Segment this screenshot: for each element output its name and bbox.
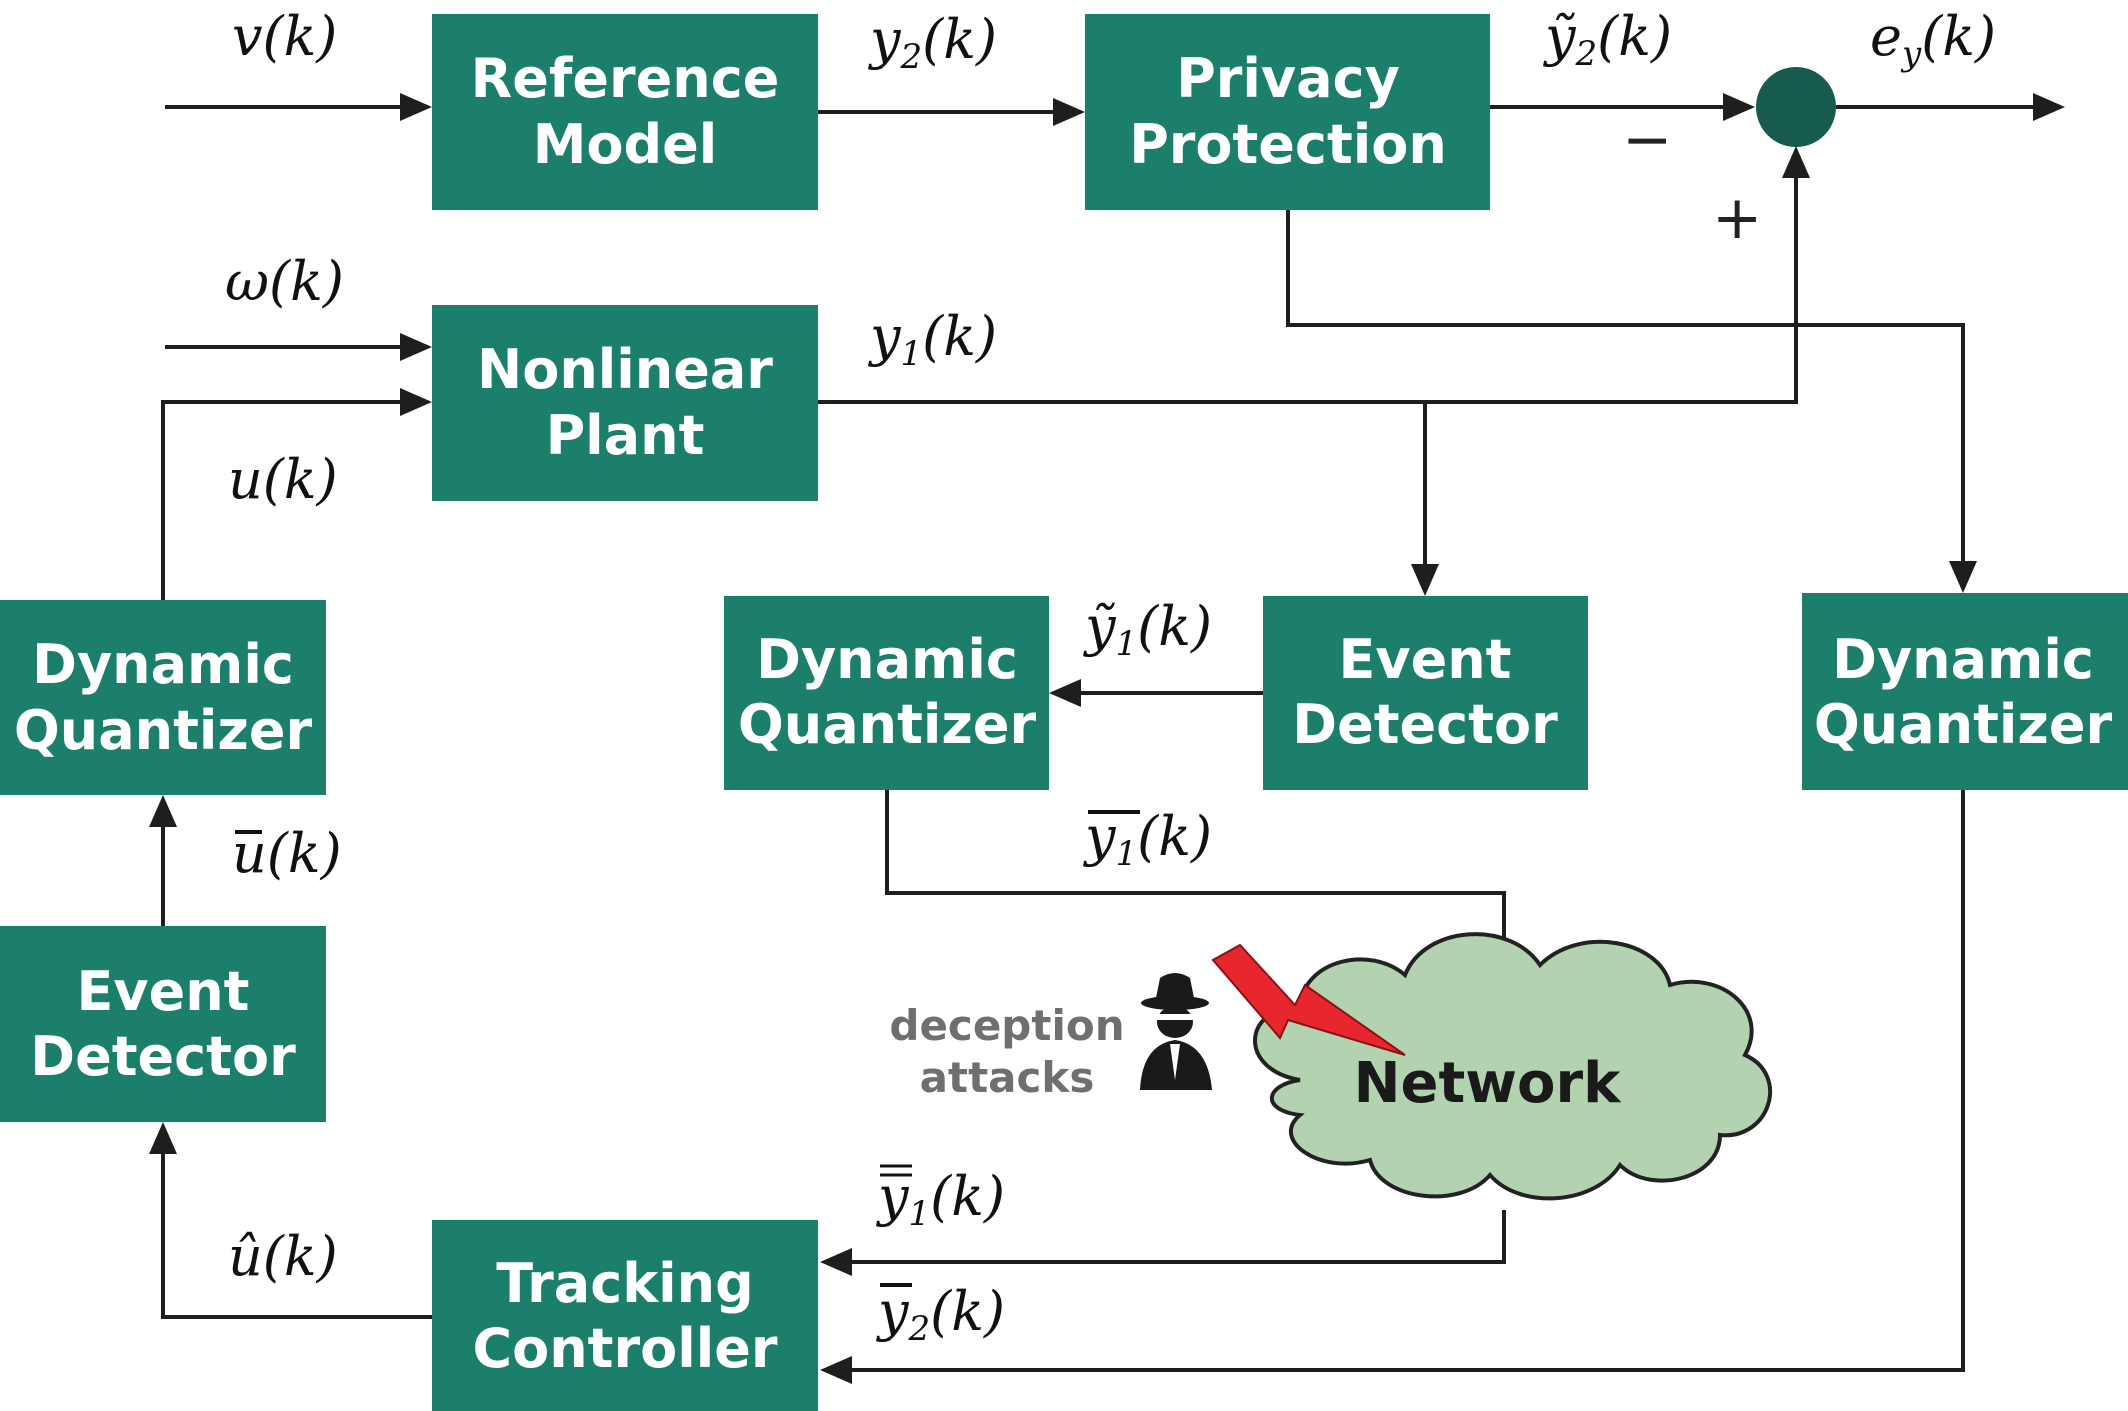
signal-y2: y2(k) (868, 8, 997, 77)
arrowhead (1723, 93, 1755, 121)
wire-controller-to-event-detector (161, 1150, 432, 1319)
block-label: Quantizer (1814, 693, 2113, 756)
block-label: Privacy (1176, 47, 1400, 110)
block-label: Detector (30, 1025, 296, 1088)
arrowhead (149, 1122, 177, 1154)
block-label: Dynamic (32, 633, 294, 696)
block-label: Protection (1129, 113, 1447, 176)
signal-y1: y1(k) (868, 305, 997, 374)
block-dynamic-quantizer-right: Dynamic Quantizer (1802, 593, 2128, 790)
arrowhead (820, 1248, 852, 1276)
wire-privacy-to-right-quantizer (1286, 210, 1965, 565)
arrowhead (2033, 93, 2065, 121)
minus-sign: − (1622, 105, 1672, 175)
block-label: Dynamic (1832, 628, 2094, 691)
arrowhead (400, 93, 432, 121)
signal-y2-tilde: ỹ2(k) (1543, 5, 1672, 74)
wires (149, 93, 2065, 1384)
hacker-icon (1140, 973, 1212, 1090)
arrowhead (149, 795, 177, 827)
arrowhead (400, 333, 432, 361)
arrowhead (400, 388, 432, 416)
block-label: Event (77, 960, 250, 1023)
block-label: Model (533, 113, 718, 176)
signal-y1-bar: y1(k) (1083, 805, 1212, 874)
wire-quantizer-to-network (885, 790, 1506, 970)
wire-u-to-plant (161, 400, 405, 600)
wire-y1-to-summer (818, 173, 1798, 404)
attack-label-line2: attacks (920, 1053, 1095, 1102)
arrowhead (1411, 564, 1439, 596)
network-label: Network (1354, 1051, 1622, 1116)
block-label: Dynamic (756, 628, 1018, 691)
block-event-detector-mid: Event Detector (1263, 596, 1588, 790)
cloud-shape (1253, 932, 1773, 1201)
arrowhead (1049, 679, 1081, 707)
summing-junction (1756, 67, 1836, 147)
arrowhead (1053, 98, 1085, 126)
wire-network-to-controller (848, 1210, 1506, 1264)
block-label: Plant (546, 404, 705, 467)
signal-u-hat: û(k) (228, 1225, 338, 1288)
block-tracking-controller: Tracking Controller (432, 1220, 818, 1411)
block-event-detector-left: Event Detector (0, 926, 326, 1122)
block-reference-model: Reference Model (432, 14, 818, 210)
block-dynamic-quantizer-left: Dynamic Quantizer (0, 600, 326, 795)
arrowhead (1949, 561, 1977, 593)
arrowhead (1782, 146, 1810, 178)
block-label: Quantizer (14, 699, 313, 762)
block-dynamic-quantizer-mid: Dynamic Quantizer (724, 596, 1049, 790)
signal-y2-bar: y2(k) (876, 1280, 1005, 1349)
attack-label-line1: deception (889, 1001, 1124, 1050)
block-label: Tracking (496, 1252, 754, 1315)
signal-ey: ey(k) (1870, 5, 1996, 74)
signal-u: u(k) (228, 448, 338, 511)
plus-sign: + (1712, 183, 1762, 253)
signal-y1-tilde: ỹ1(k) (1083, 595, 1212, 664)
block-label: Quantizer (738, 693, 1037, 756)
block-label: Nonlinear (477, 338, 773, 401)
lightning-bolt-icon (1211, 943, 1406, 1056)
signal-v: v(k) (232, 5, 337, 68)
block-label: Controller (473, 1317, 778, 1380)
signal-omega: ω(k) (225, 250, 344, 313)
block-label: Detector (1292, 693, 1558, 756)
block-label: Event (1339, 628, 1512, 691)
arrowhead (820, 1356, 852, 1384)
block-label: Reference (471, 47, 780, 110)
network-cloud: Network (1253, 932, 1773, 1201)
block-privacy-protection: Privacy Protection (1085, 14, 1490, 210)
wire-right-quantizer-to-controller (848, 790, 1965, 1372)
block-nonlinear-plant: Nonlinear Plant (432, 305, 818, 501)
